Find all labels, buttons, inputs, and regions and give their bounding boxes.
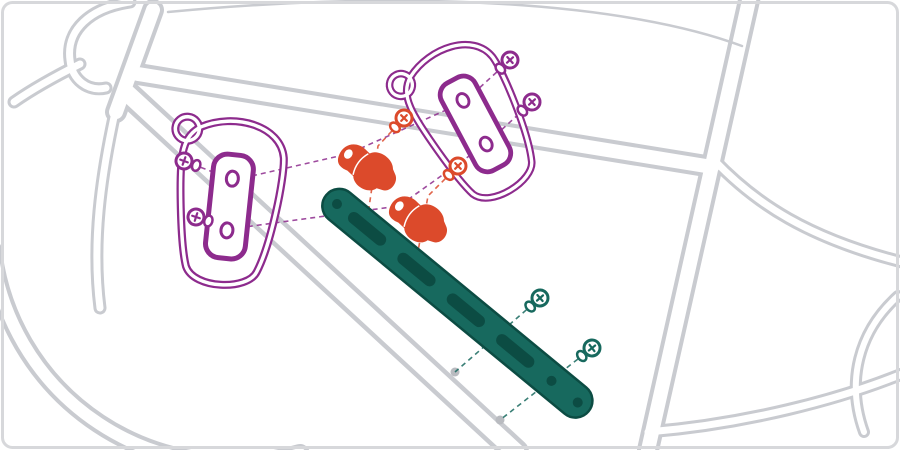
- frame-boss: [495, 415, 505, 425]
- alignment-line: [347, 59, 511, 155]
- rail-bolt: [572, 335, 605, 367]
- seat-stay: [707, 153, 900, 269]
- rail-hole: [546, 375, 557, 386]
- rail-slot: [496, 334, 535, 368]
- alignment-line: [414, 165, 459, 269]
- bottle-cage-left: [160, 115, 288, 290]
- brake-cable: [166, 0, 744, 48]
- rail-slot: [347, 212, 387, 246]
- rail-slot: [446, 293, 485, 328]
- rail-slot: [397, 252, 436, 287]
- mounting-rail: [321, 187, 594, 419]
- rail-hole: [572, 397, 583, 408]
- rail-hole: [331, 199, 342, 210]
